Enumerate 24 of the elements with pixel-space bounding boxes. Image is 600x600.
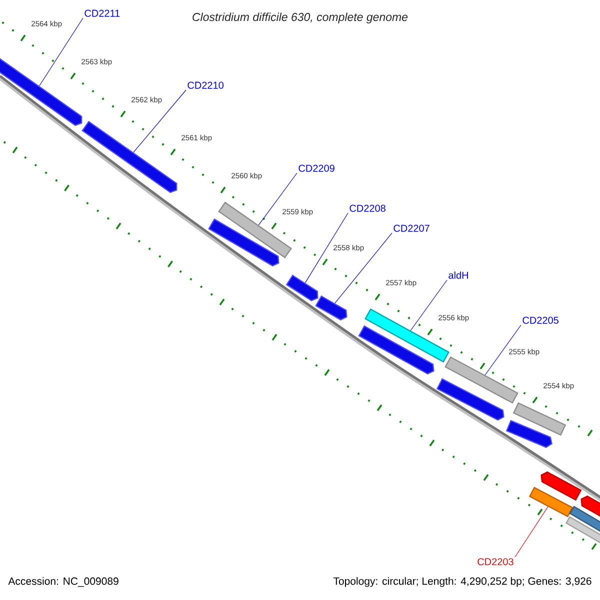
gene-feature — [565, 516, 600, 546]
gene-feature — [436, 378, 504, 421]
gene-label: CD2210 — [188, 82, 224, 89]
gene-label: CD2208 — [350, 204, 386, 212]
gene-label: CD2211 — [84, 10, 120, 17]
leader-line — [410, 280, 448, 331]
leader-line — [484, 324, 522, 376]
gene-feature — [286, 274, 318, 302]
gene-label: CD2209 — [298, 164, 334, 172]
leader-line — [133, 90, 186, 153]
genome-info-text: Topology: circular; Length: 4,290,252 bp; Genes: 3,926 — [333, 577, 592, 587]
gene-label: CD2207 — [394, 224, 430, 232]
accession-text: Accession: NC_009089 — [8, 577, 118, 587]
gene-feature — [540, 471, 582, 501]
gene-label: CD2205 — [522, 316, 558, 324]
leader-line — [514, 506, 548, 558]
leader-line — [258, 172, 298, 226]
leader-line — [334, 232, 392, 304]
gene-label: aldH — [448, 271, 468, 279]
leader-line — [39, 18, 84, 86]
leader-line — [304, 212, 348, 284]
gene-feature — [569, 506, 600, 534]
gene-label: CD2203 — [478, 558, 514, 566]
title: Clostridium difficile 630, complete genome — [192, 12, 408, 24]
